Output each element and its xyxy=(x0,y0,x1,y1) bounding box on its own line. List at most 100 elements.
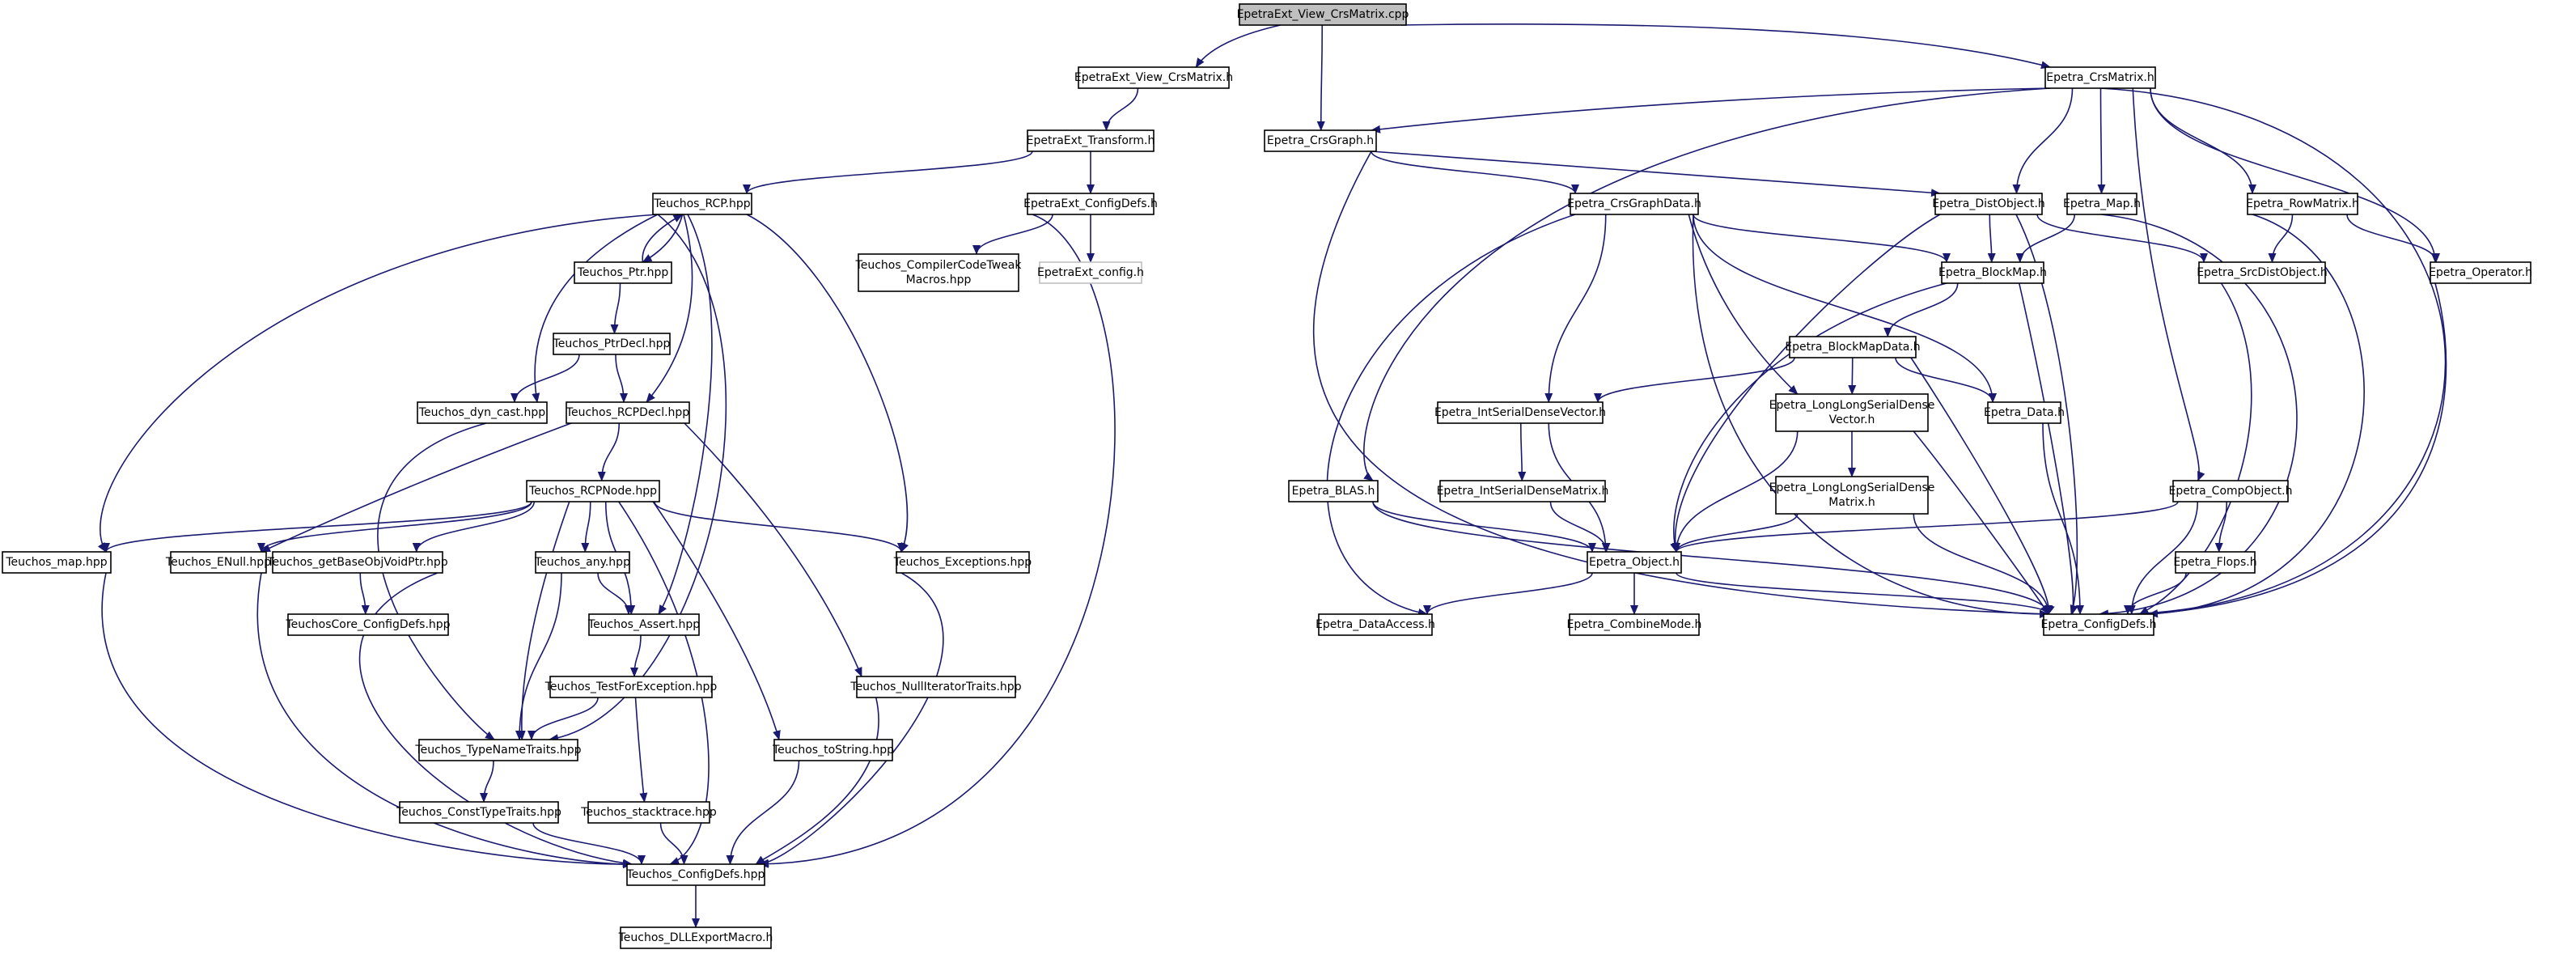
node-t-configdefs[interactable]: Teuchos_ConfigDefs.hpp xyxy=(626,863,765,886)
node-label: Teuchos_Exceptions.hpp xyxy=(893,556,1032,569)
node-t-dllexport[interactable]: Teuchos_DLLExportMacro.h xyxy=(618,926,773,949)
node-ep-map[interactable]: Epetra_Map.h xyxy=(2063,193,2141,215)
node-ep-crsgraphdata[interactable]: Epetra_CrsGraphData.h xyxy=(1567,193,1701,215)
node-ep-operator[interactable]: Epetra_Operator.h xyxy=(2429,261,2532,284)
node-ep-blockmapdata[interactable]: Epetra_BlockMapData.h xyxy=(1785,336,1921,358)
node-box xyxy=(588,613,700,636)
edge-ep_crsmatrix-to-ep_blas xyxy=(1363,87,2051,481)
node-ee-config[interactable]: EpetraExt_config.h xyxy=(1037,261,1144,284)
node-ep-dataaccess[interactable]: Epetra_DataAccess.h xyxy=(1316,613,1435,636)
node-ep-srcdist[interactable]: Epetra_SrcDistObject.h xyxy=(2197,261,2328,284)
node-t-rcpdecl[interactable]: Teuchos_RCPDecl.hpp xyxy=(566,401,690,424)
node-t-dyncast[interactable]: Teuchos_dyn_cast.hpp xyxy=(417,401,548,424)
node-ee-transform[interactable]: EpetraExt_Transform.h xyxy=(1027,129,1155,152)
node-label: Teuchos_TestForException.hpp xyxy=(544,681,718,693)
node-box xyxy=(526,480,660,502)
node-t-any[interactable]: Teuchos_any.hpp xyxy=(534,551,630,574)
node-box xyxy=(553,333,671,355)
node-t-testforexc[interactable]: Teuchos_TestForException.hpp xyxy=(544,676,718,698)
node-box xyxy=(272,551,443,574)
node-ep-blockmap[interactable]: Epetra_BlockMap.h xyxy=(1938,261,2047,284)
edge-t_rcp-to-t_dyncast xyxy=(532,214,659,403)
node-label: TeuchosCore_ConfigDefs.hpp xyxy=(285,618,450,631)
node-box xyxy=(2247,193,2358,215)
edge-ep_rowmatrix-to-ep_configdefs xyxy=(2148,214,2365,618)
edge-ep_rowmatrix-to-ep_srcdist xyxy=(2268,214,2294,263)
edge-ep_crsmatrix-to-ep_operator xyxy=(2150,87,2439,263)
node-box xyxy=(1318,613,1433,636)
edge-ee_view_h-to-ee_transform xyxy=(1102,87,1139,131)
edge-ep_crsgraph-to-ep_distobject xyxy=(1371,151,1941,197)
node-ep-intsdm[interactable]: Epetra_IntSerialDenseMatrix.h xyxy=(1437,480,1609,502)
node-t-rcpnode[interactable]: Teuchos_RCPNode.hpp xyxy=(526,480,660,502)
node-t-ptr[interactable]: Teuchos_Ptr.hpp xyxy=(574,261,672,284)
edge-t_rcpdecl-to-t_nulliter xyxy=(684,422,862,677)
node-label: Epetra_LongLongSerialDense xyxy=(1769,399,1935,412)
node-box xyxy=(1569,613,1700,636)
node-t-exceptions[interactable]: Teuchos_Exceptions.hpp xyxy=(893,551,1032,574)
node-box xyxy=(1264,129,1377,152)
edge-t_ptrdecl-to-t_dyncast xyxy=(511,354,580,403)
edge-ep_compobject-to-ep_object xyxy=(1672,501,2179,553)
edge-ep_crsmatrix-to-ep_distobject xyxy=(2012,87,2074,194)
edge-ep_blas-to-ep_object xyxy=(1372,501,1596,553)
edge-ep_blockmap-to-ep_configdefs xyxy=(2018,282,2078,615)
node-box xyxy=(170,551,267,574)
node-t-tostring[interactable]: Teuchos_toString.hpp xyxy=(772,739,894,761)
node-ep-intsdv[interactable]: Epetra_IntSerialDenseVector.h xyxy=(1434,401,1606,424)
node-t-rcp[interactable]: Teuchos_RCP.hpp xyxy=(652,193,752,215)
node-label: Teuchos_map.hpp xyxy=(5,556,107,569)
edge-t_rcpdecl-to-t_enull xyxy=(261,422,572,553)
node-ep-data[interactable]: Epetra_Data.h xyxy=(1984,401,2065,424)
node-box xyxy=(1987,401,2061,424)
edge-ep_data-to-ep_configdefs xyxy=(2042,422,2084,615)
node-label: Epetra_ConfigDefs.h xyxy=(2040,618,2156,631)
node-ee-view-h[interactable]: EpetraExt_View_CrsMatrix.h xyxy=(1074,66,1233,89)
node-root[interactable]: EpetraExt_View_CrsMatrix.cpp xyxy=(1237,3,1409,26)
node-box xyxy=(2,551,112,574)
edge-t_assert-to-t_testforexc xyxy=(630,634,642,677)
node-label: Epetra_Data.h xyxy=(1984,406,2065,419)
node-ep-blas[interactable]: Epetra_BLAS.h xyxy=(1288,480,1379,502)
node-ep-compobject[interactable]: Epetra_CompObject.h xyxy=(2169,480,2293,502)
node-label: Epetra_BLAS.h xyxy=(1292,485,1375,498)
node-ep-combinemode[interactable]: Epetra_CombineMode.h xyxy=(1567,613,1702,636)
node-t-enull[interactable]: Teuchos_ENull.hpp xyxy=(165,551,271,574)
node-t-assert[interactable]: Teuchos_Assert.hpp xyxy=(587,613,700,636)
node-t-nulliter[interactable]: Teuchos_NullIteratorTraits.hpp xyxy=(849,676,1022,698)
node-t-map[interactable]: Teuchos_map.hpp xyxy=(2,551,112,574)
edge-ep_crsmatrix-to-ep_crsgraph xyxy=(1371,87,2051,134)
node-tc-configdefs[interactable]: TeuchosCore_ConfigDefs.hpp xyxy=(285,613,451,636)
edge-t_rcpnode-to-t_typename xyxy=(517,501,570,740)
node-ep-distobject[interactable]: Epetra_DistObject.h xyxy=(1932,193,2045,215)
edge-t_getbase-to-tc_configdefs xyxy=(359,572,370,615)
edge-t_rcpnode-to-t_configdefs xyxy=(618,501,710,865)
node-ep-object[interactable]: Epetra_Object.h xyxy=(1587,551,1682,574)
node-ep-crsmatrix[interactable]: Epetra_CrsMatrix.h xyxy=(2044,66,2156,89)
edge-ep_blockmap-to-ep_blockmapdata xyxy=(1883,282,1959,337)
node-t-consttype[interactable]: Teuchos_ConstTypeTraits.hpp xyxy=(396,801,561,824)
node-ep-crsgraph[interactable]: Epetra_CrsGraph.h xyxy=(1264,129,1377,152)
edge-ep_map-to-ep_blockmap xyxy=(2015,214,2076,263)
edge-ep_llsdm-to-ep_configdefs xyxy=(1913,513,2053,615)
node-box xyxy=(574,261,672,284)
node-ep-configdefs[interactable]: Epetra_ConfigDefs.h xyxy=(2040,613,2157,636)
node-label: Teuchos_DLLExportMacro.h xyxy=(618,931,773,944)
node-ee-configdefs[interactable]: EpetraExt_ConfigDefs.h xyxy=(1023,193,1158,215)
node-t-getbase[interactable]: Teuchos_getBaseObjVoidPtr.hpp xyxy=(266,551,448,574)
edge-ep_crsmatrix-to-ep_configdefs xyxy=(2098,87,2447,619)
node-t-stacktrace[interactable]: Teuchos_stacktrace.hpp xyxy=(580,801,717,824)
node-t-typename[interactable]: Teuchos_TypeNameTraits.hpp xyxy=(414,739,582,761)
edge-ep_compobject-to-ep_configdefs xyxy=(2127,501,2199,615)
node-t-ptrdecl[interactable]: Teuchos_PtrDecl.hpp xyxy=(553,333,671,355)
node-box xyxy=(856,676,1016,698)
node-ep-flops[interactable]: Epetra_Flops.h xyxy=(2173,551,2257,574)
node-label: Epetra_RowMatrix.h xyxy=(2246,197,2359,210)
node-box xyxy=(549,676,713,698)
node-box xyxy=(652,193,752,215)
node-ep-rowmatrix[interactable]: Epetra_RowMatrix.h xyxy=(2246,193,2359,215)
dependency-edges xyxy=(97,23,2447,928)
